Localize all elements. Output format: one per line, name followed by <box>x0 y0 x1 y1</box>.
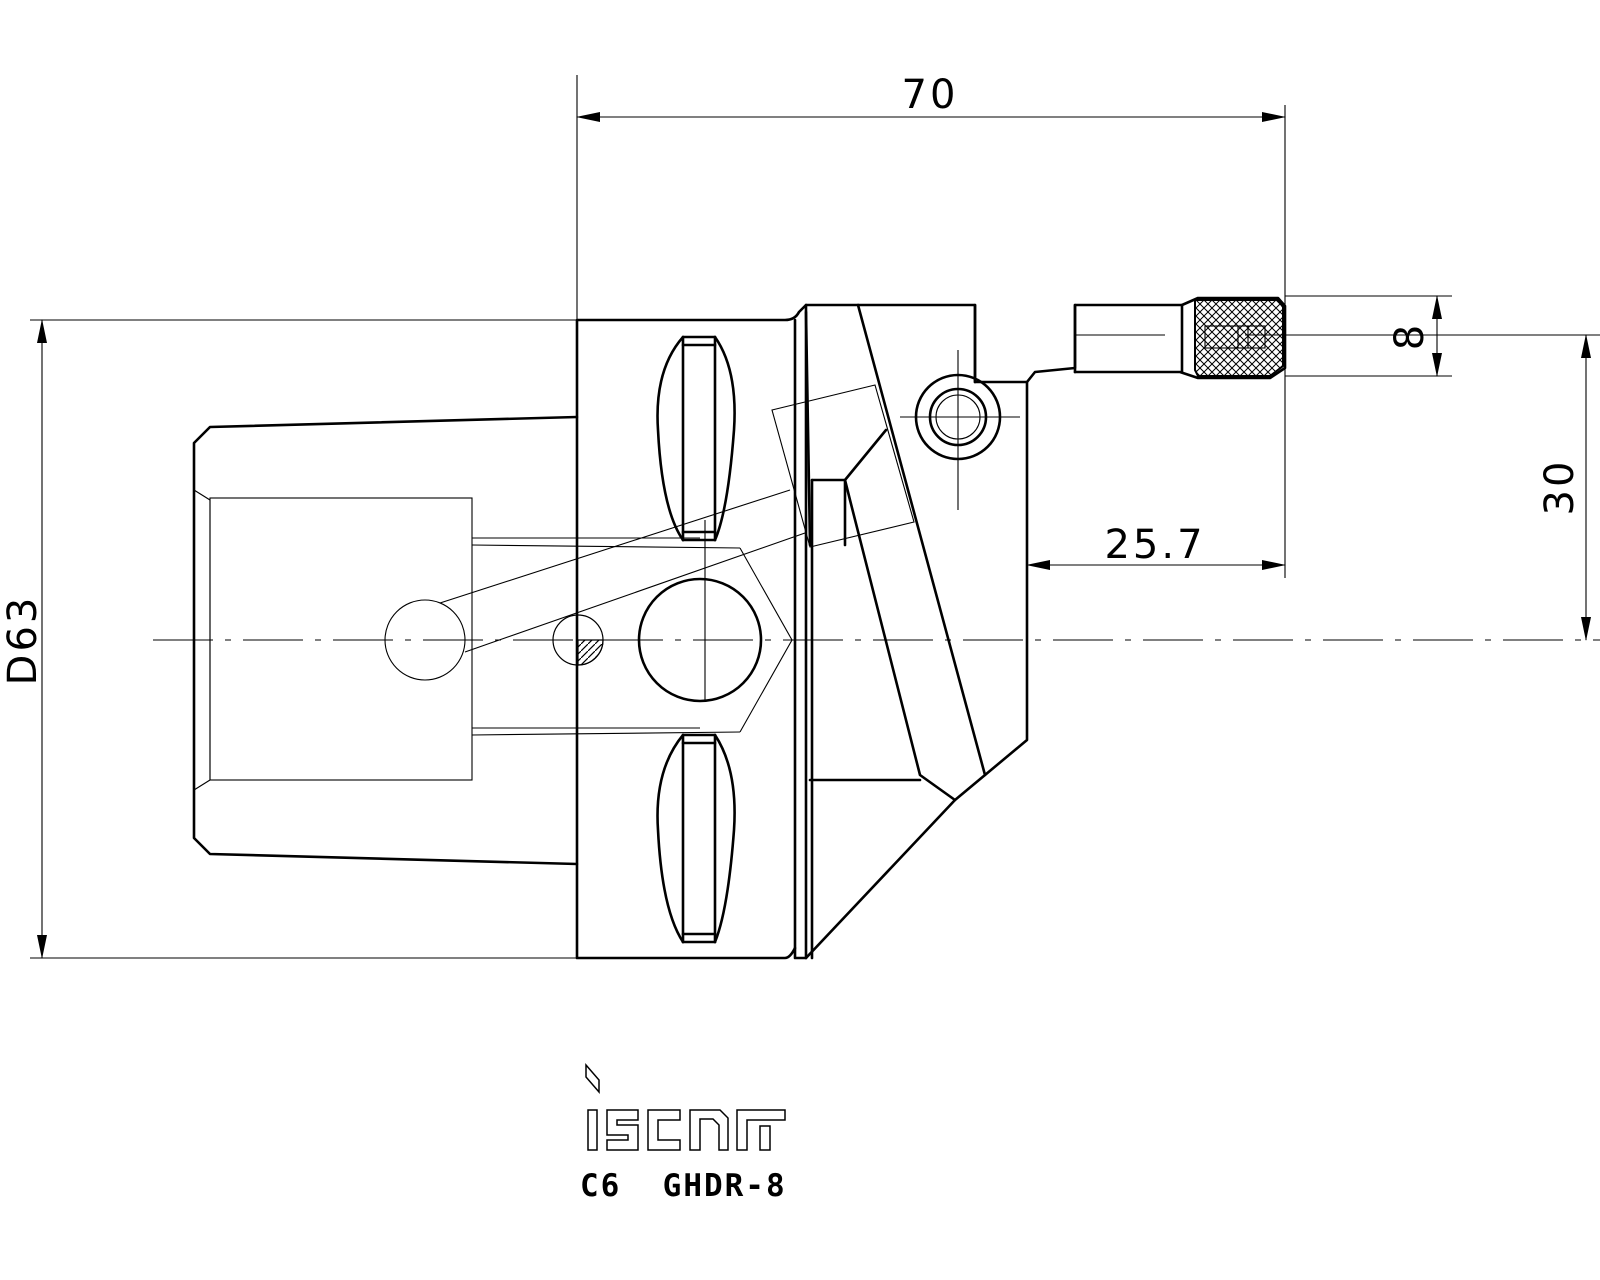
tool-body <box>192 296 1287 960</box>
dim-diameter: D63 <box>0 595 46 686</box>
dim-reach: 25.7 <box>1104 522 1205 568</box>
part-code: C6 GHDR-8 <box>580 1168 787 1204</box>
dimension-lines <box>37 112 1591 959</box>
extension-lines <box>30 75 1600 959</box>
dim-overall-length: 70 <box>902 72 959 118</box>
center-lines <box>153 350 1600 700</box>
iscar-logo <box>585 1062 786 1151</box>
dim-insert-width: 8 <box>1387 322 1433 350</box>
dim-center-offset: 30 <box>1537 459 1583 516</box>
